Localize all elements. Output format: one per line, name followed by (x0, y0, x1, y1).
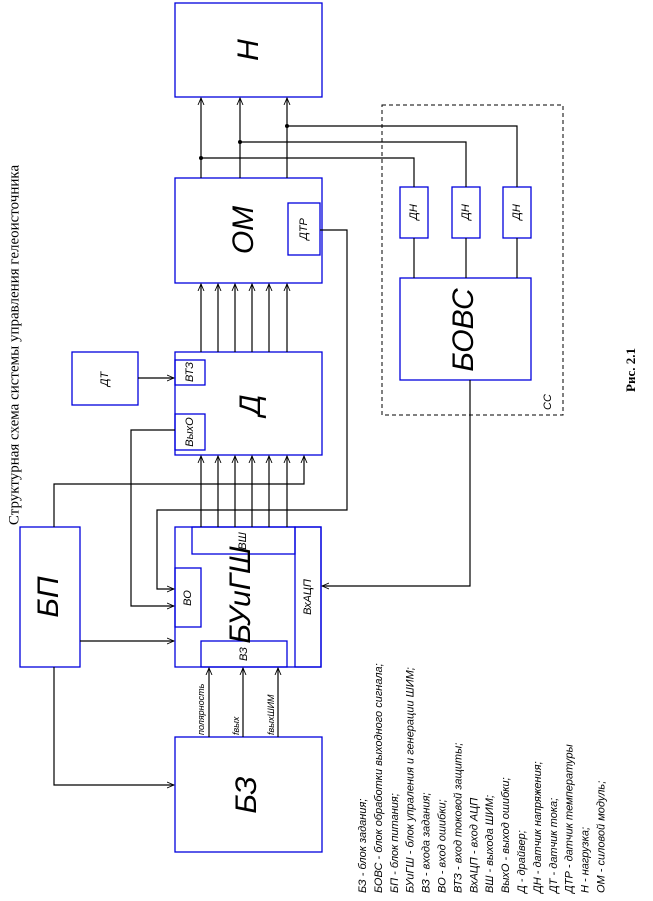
signal-polarity-label: полярность (196, 683, 206, 735)
output-error-label: ВыхО (184, 417, 196, 447)
block-load-label: Н (232, 39, 265, 61)
signal-fout-label: fвых (231, 716, 241, 735)
diagram-title: Структурная схема системы управления гел… (6, 165, 22, 526)
legend-item: ОМ - силовой модуль; (596, 781, 608, 893)
connections (53, 98, 518, 785)
legend-item: ВЗ - входа задания; (421, 792, 433, 893)
input-current-protection-label: ВТЗ (184, 362, 196, 382)
legend-item: ВТЗ - вход токовой защиты; (452, 743, 464, 893)
block-driver-label: Д (234, 394, 267, 418)
legend-item: ДН - датчик напряжения; (532, 761, 544, 895)
voltage-sensor-1-label: ДН (408, 204, 420, 222)
block-power-supply-label: БП (32, 576, 65, 618)
figure-caption: Рис. 2.1 (623, 348, 638, 392)
block-control-pwm: БУиГШ ВШ ВО ВЗ ВхАЦП (174, 526, 322, 668)
legend-item: Н - нагрузка; (580, 827, 592, 893)
legend-item: ВШ - выхода ШИМ; (484, 795, 496, 893)
legend-item: ВхАЦП - вход АЦП (468, 798, 480, 893)
block-output-processing-label: БОВС (447, 288, 480, 372)
block-current-sensor-label: ДТ (99, 370, 111, 388)
legend-item: БП - блок питания; (389, 793, 401, 893)
legend: БЗ - блок задания; БОВС - блок обработки … (357, 663, 608, 895)
legend-item: Д - драйвер; (516, 830, 528, 895)
adc-input-label: ВхАЦП (302, 579, 314, 615)
block-temp-sensor (287, 202, 321, 256)
block-setpoint: БЗ (174, 736, 323, 853)
block-feedback-system: СС ДН ДН ДН БОВС (381, 104, 564, 416)
block-control-pwm-label: БУиГШ (224, 546, 257, 644)
legend-item: ВО - вход ошибки; (437, 799, 449, 893)
legend-item: БЗ - блок задания; (357, 799, 369, 893)
block-driver: Д ВТЗ ВыхО (174, 351, 323, 456)
voltage-sensor-2-label: ДН (460, 204, 472, 222)
block-load: Н (174, 2, 323, 98)
legend-item: БОВС - блок обработки выходного сигнала; (373, 663, 385, 893)
block-temp-sensor-label: ДТР (298, 217, 310, 241)
pwm-output-label: ВШ (237, 531, 249, 549)
signal-fout-pwm-label: fвыхШИМ (266, 694, 276, 735)
error-input-label: ВО (182, 590, 194, 606)
legend-item: ДТР - датчик температуры (564, 744, 576, 895)
block-power-module: ОМ ДТР (174, 177, 323, 284)
feedback-system-label: СС (542, 394, 554, 410)
legend-item: ДТ - датчик тока; (548, 798, 560, 895)
block-current-sensor: ДТ (71, 351, 139, 406)
legend-item: БУиГШ - блок упраления и генерации ШИМ; (405, 667, 417, 893)
setpoint-input-label: ВЗ (238, 647, 250, 661)
block-power-supply: БП (19, 526, 81, 668)
legend-item: ВыхО - выход ошибки; (500, 777, 512, 893)
voltage-sensor-3-label: ДН (511, 204, 523, 222)
block-setpoint-label: БЗ (230, 776, 263, 813)
block-power-module-label: ОМ (227, 206, 260, 254)
